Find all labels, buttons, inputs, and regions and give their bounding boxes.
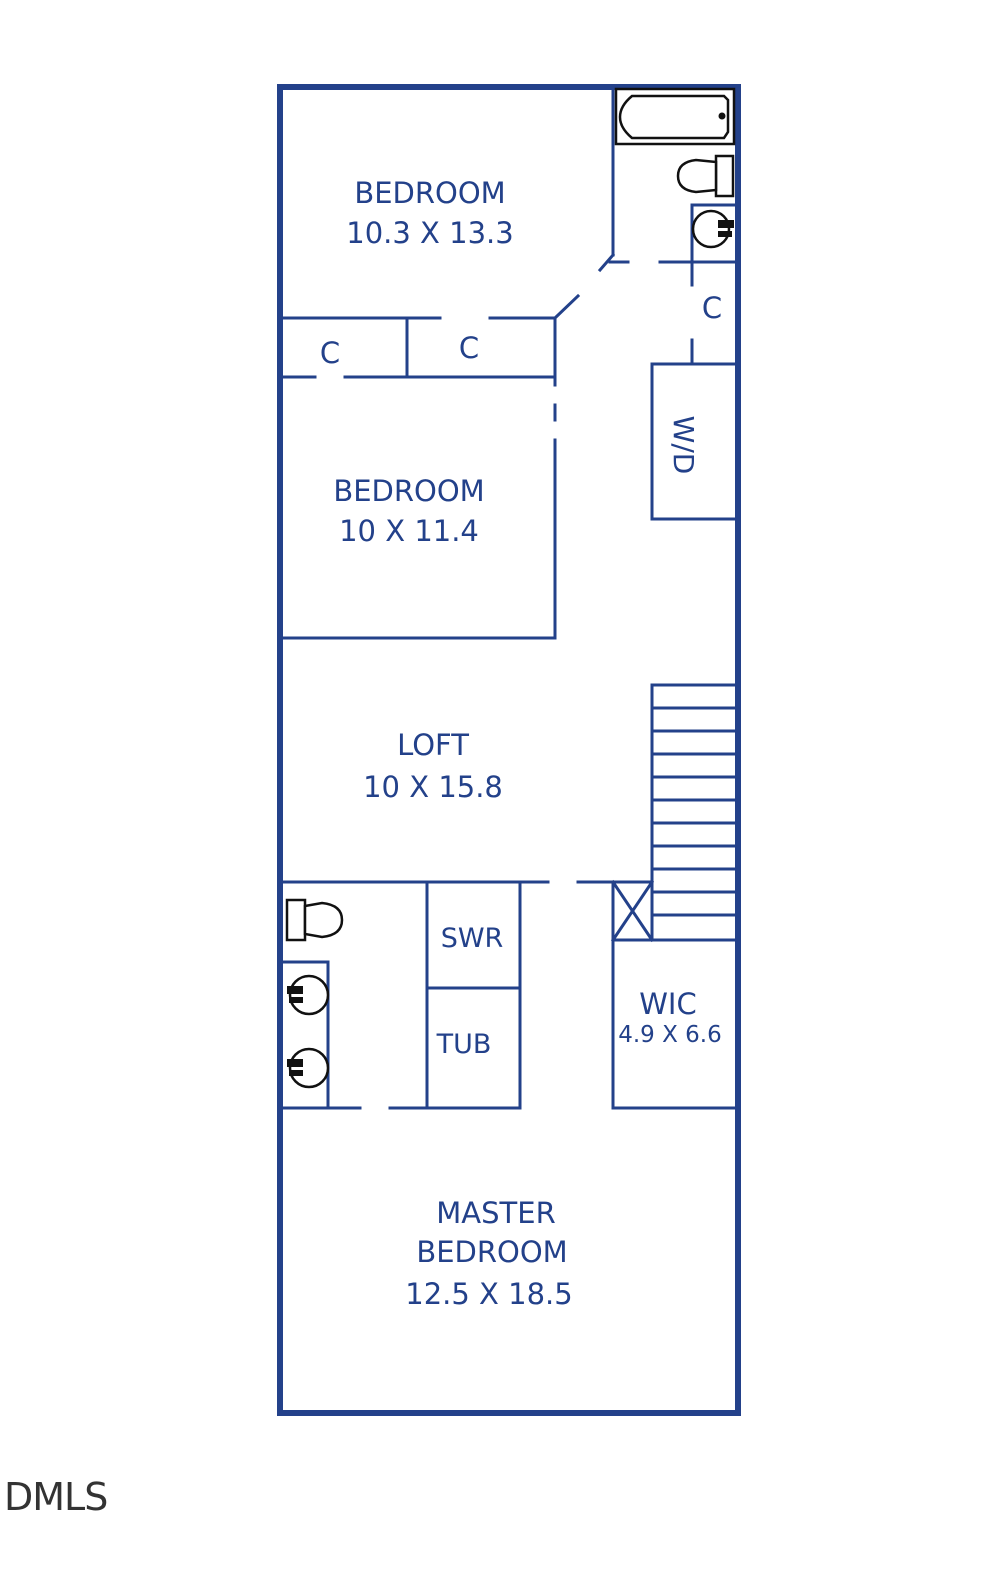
washer-dryer-label: W/D: [667, 416, 700, 475]
closet-label: C: [702, 291, 722, 325]
master-sink-icon: [287, 1047, 330, 1089]
stairs: [650, 683, 740, 942]
loft-name: LOFT: [397, 728, 469, 762]
bedroom-mid-size: 10 X 11.4: [339, 514, 479, 548]
sink-icon: [691, 209, 734, 249]
closet-label: C: [459, 331, 479, 365]
top-vanity-counter: [690, 203, 740, 264]
toilet-icon: [676, 154, 735, 198]
stair-closet-x: [610, 879, 655, 943]
wic-name: WIC: [639, 987, 696, 1021]
master-toilet-icon: [285, 898, 344, 942]
wall-laundry: [650, 362, 740, 521]
master-name-line2: BEDROOM: [416, 1235, 567, 1269]
bedroom-top-name: BEDROOM: [354, 176, 505, 210]
bathtub-icon: [614, 87, 736, 146]
tub-label: TUB: [436, 1029, 492, 1060]
master-vanity-counter: [282, 960, 330, 1110]
wall-hall-angle: [552, 293, 581, 321]
loft-size: 10 X 15.8: [363, 770, 503, 804]
bedroom-top-size: 10.3 X 13.3: [346, 216, 513, 250]
wic-size: 4.9 X 6.6: [618, 1022, 722, 1048]
master-size: 12.5 X 18.5: [405, 1277, 572, 1311]
master-sink-icon: [287, 974, 330, 1016]
wall-bath-angle: [597, 252, 616, 273]
closet-label: C: [320, 336, 340, 370]
dmls-watermark: DMLS: [4, 1475, 107, 1519]
shower-label: SWR: [441, 923, 504, 954]
master-name-line1: MASTER: [436, 1196, 555, 1230]
bedroom-mid-name: BEDROOM: [333, 474, 484, 508]
